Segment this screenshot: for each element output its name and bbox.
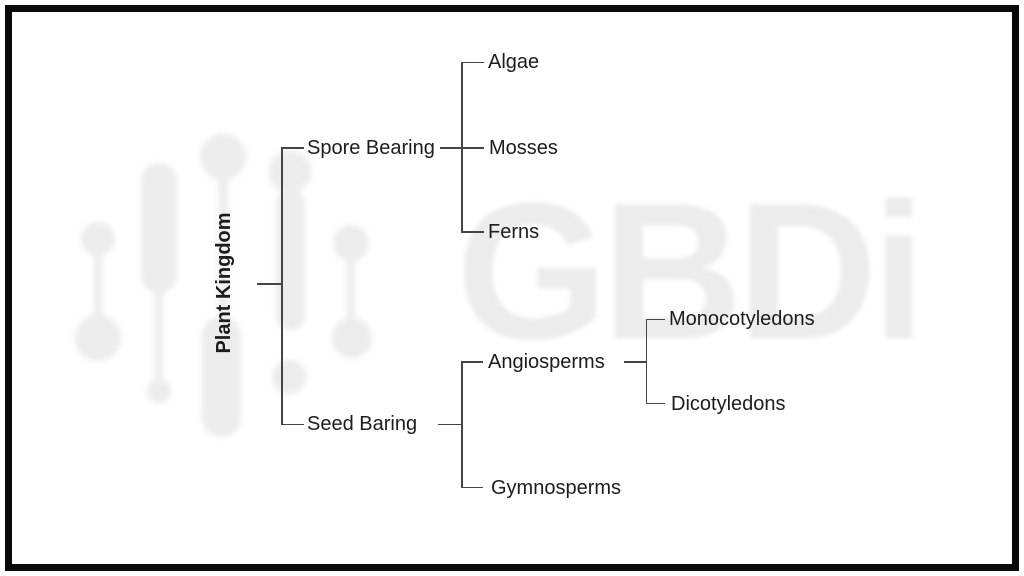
node-ferns: Ferns	[488, 221, 540, 243]
seed-baring-connector	[281, 423, 304, 425]
node-algae: Algae	[488, 51, 540, 73]
watermark-text: GBDi	[456, 162, 925, 381]
spore-bearing-out-connector	[440, 147, 461, 149]
angio-children-bracket	[645, 318, 647, 404]
gymnosperms-connector	[461, 486, 483, 488]
angiosperms-connector	[461, 361, 483, 363]
node-mosses: Mosses	[489, 137, 558, 159]
root-connector	[257, 283, 281, 285]
node-monocotyledons: Monocotyledons	[669, 308, 815, 330]
monocotyledons-connector	[646, 318, 665, 320]
node-seed-baring: Seed Baring	[307, 413, 418, 435]
node-gymnosperms: Gymnosperms	[491, 477, 622, 499]
node-spore-bearing: Spore Bearing	[307, 137, 435, 159]
level1-bracket	[281, 147, 283, 425]
node-dicotyledons: Dicotyledons	[671, 393, 786, 415]
node-plant-kingdom: Plant Kingdom	[213, 212, 235, 354]
mosses-connector	[461, 147, 484, 149]
spore-bearing-connector	[281, 147, 304, 149]
seed-baring-out-connector	[438, 423, 461, 425]
node-angiosperms: Angiosperms	[488, 351, 605, 373]
ferns-connector	[461, 231, 484, 233]
algae-connector	[461, 61, 484, 63]
angiosperms-out-connector	[624, 361, 646, 363]
dicotyledons-connector	[646, 402, 665, 404]
seed-children-bracket	[461, 361, 463, 487]
